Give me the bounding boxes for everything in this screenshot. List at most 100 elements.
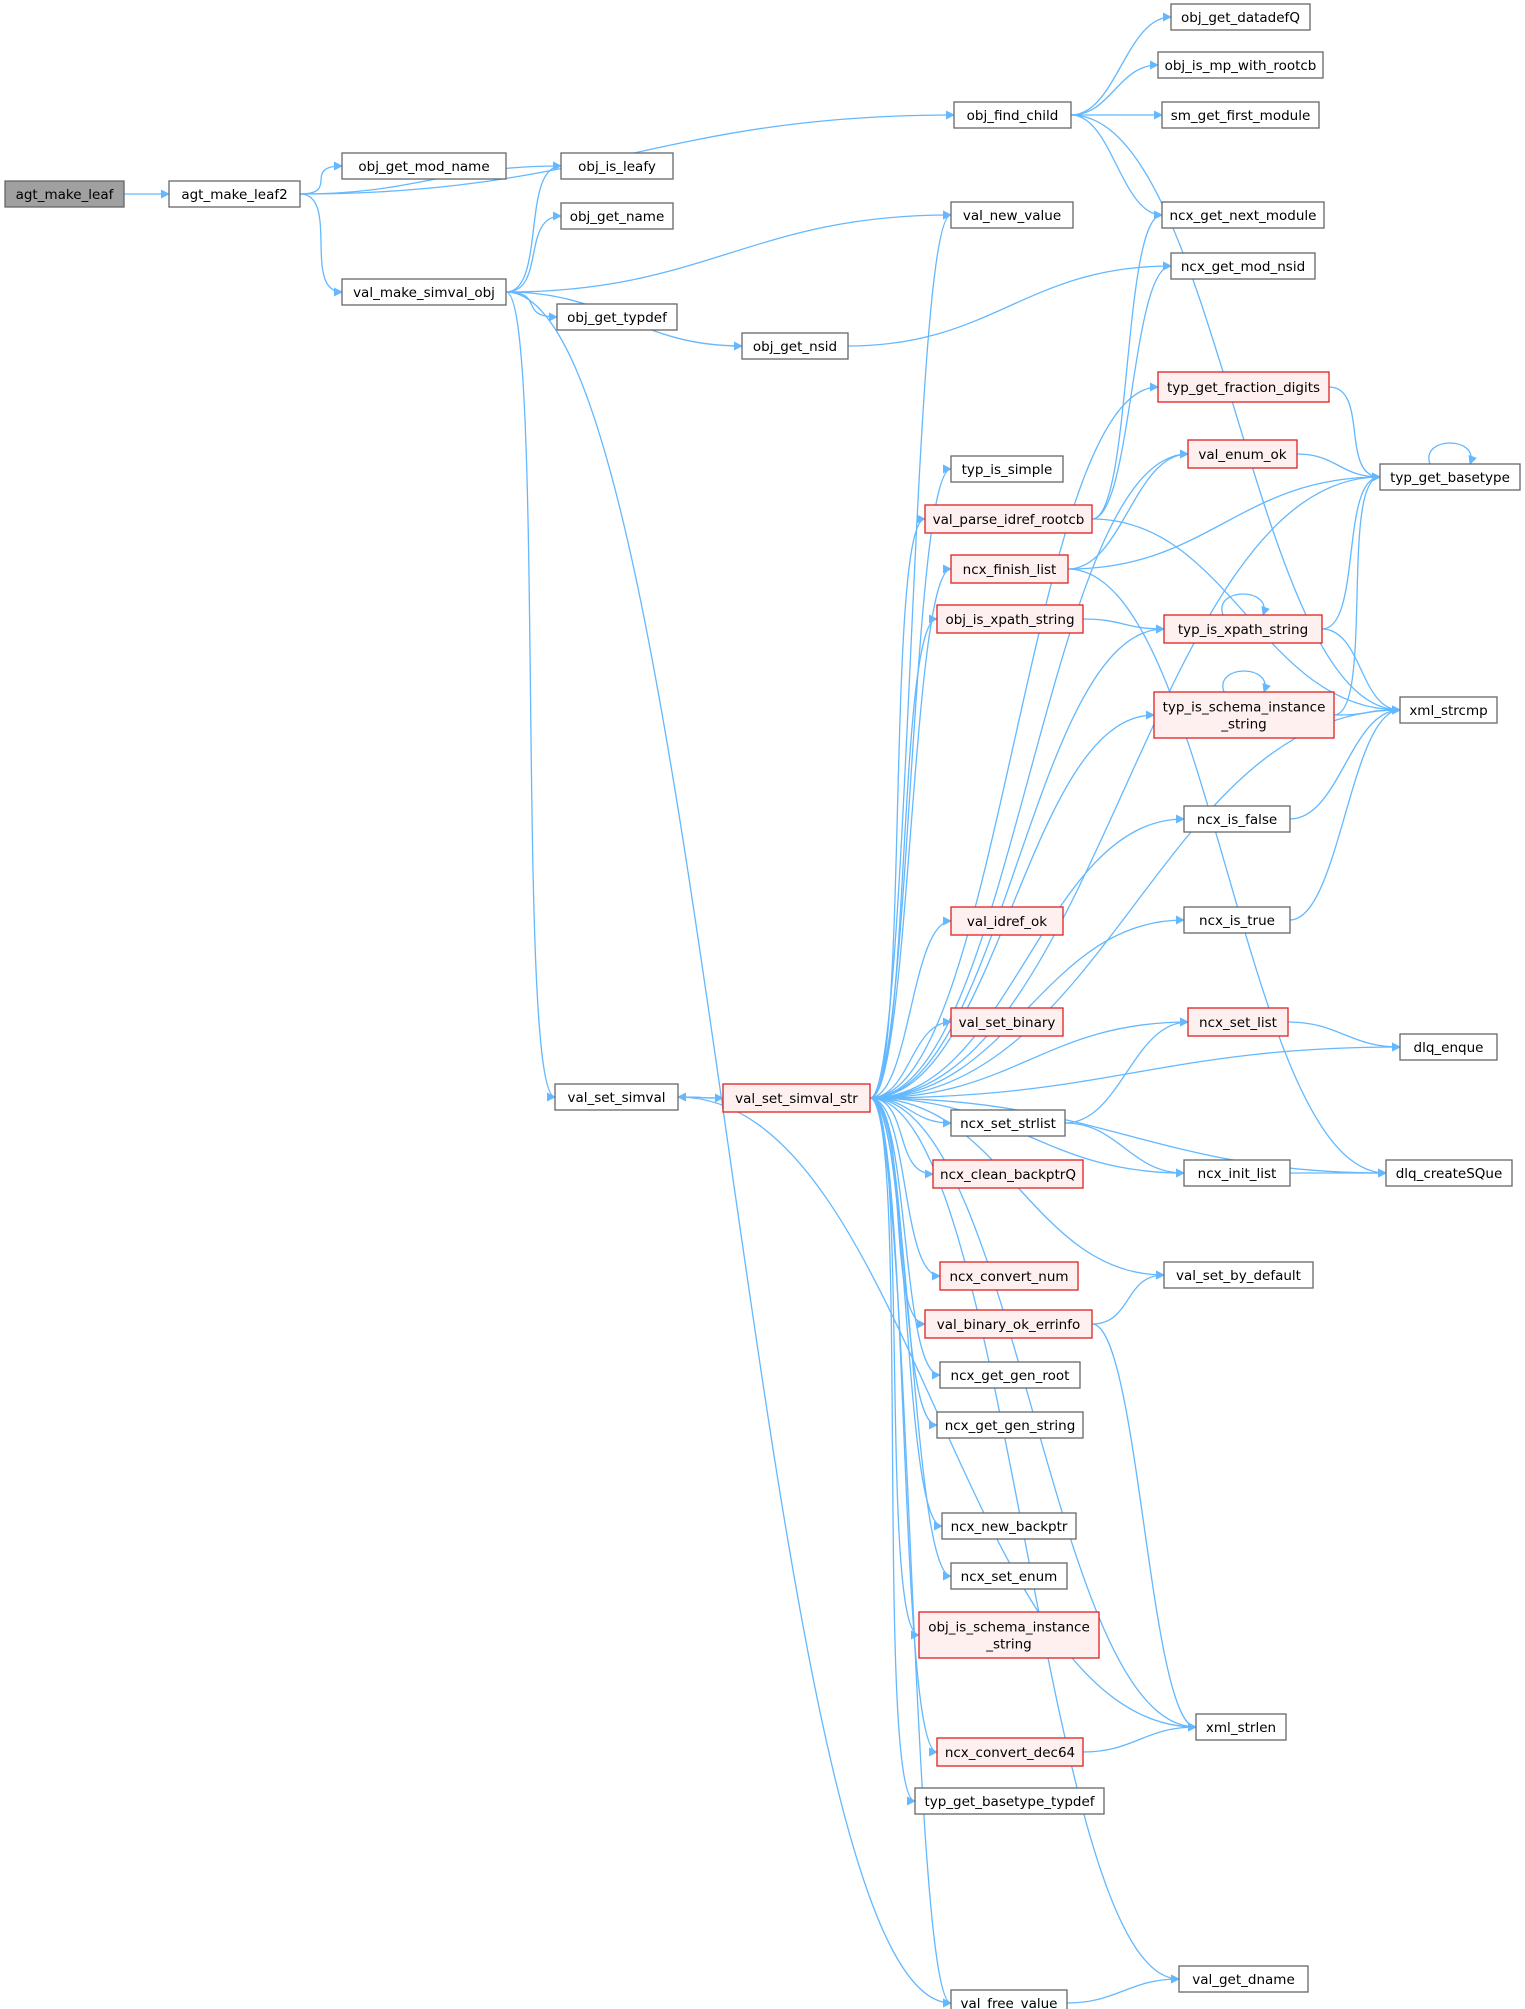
node-ncx_get_gen_string[interactable]: ncx_get_gen_string	[936, 1411, 1084, 1439]
node-xml_strlen[interactable]: xml_strlen	[1195, 1713, 1287, 1741]
node-val_parse_idref_rootcb[interactable]: val_parse_idref_rootcb	[924, 504, 1093, 534]
node-box[interactable]	[341, 152, 507, 180]
node-box[interactable]	[1399, 696, 1498, 724]
node-typ_is_xpath_string[interactable]: typ_is_xpath_string	[1163, 614, 1323, 644]
node-box[interactable]	[1163, 614, 1323, 644]
node-val_idref_ok[interactable]: val_idref_ok	[950, 906, 1064, 936]
node-val_enum_ok[interactable]: val_enum_ok	[1187, 439, 1298, 469]
node-sm_get_first_module[interactable]: sm_get_first_module	[1161, 101, 1320, 129]
node-box[interactable]	[560, 202, 674, 230]
node-ncx_init_list[interactable]: ncx_init_list	[1183, 1159, 1291, 1187]
node-agt_make_leaf2[interactable]: agt_make_leaf2	[168, 180, 301, 208]
node-box[interactable]	[1153, 691, 1335, 739]
node-obj_is_schema_instance_string[interactable]: obj_is_schema_instance_string	[918, 1611, 1100, 1659]
node-box[interactable]	[1178, 1965, 1309, 1993]
node-box[interactable]	[1157, 371, 1330, 403]
node-ncx_get_gen_root[interactable]: ncx_get_gen_root	[939, 1361, 1081, 1389]
node-box[interactable]	[556, 303, 678, 331]
node-obj_get_nsid[interactable]: obj_get_nsid	[741, 332, 849, 360]
node-agt_make_leaf[interactable]: agt_make_leaf	[4, 180, 125, 208]
node-ncx_clean_backptrQ[interactable]: ncx_clean_backptrQ	[932, 1159, 1084, 1189]
node-box[interactable]	[1187, 439, 1298, 469]
node-box[interactable]	[1163, 1261, 1314, 1289]
node-val_make_simval_obj[interactable]: val_make_simval_obj	[341, 278, 507, 306]
node-ncx_is_false[interactable]: ncx_is_false	[1183, 805, 1291, 833]
node-typ_is_simple[interactable]: typ_is_simple	[950, 455, 1064, 483]
node-ncx_is_true[interactable]: ncx_is_true	[1183, 906, 1291, 934]
node-box[interactable]	[939, 1261, 1079, 1291]
node-obj_get_mod_name[interactable]: obj_get_mod_name	[341, 152, 507, 180]
node-val_binary_ok_errinfo[interactable]: val_binary_ok_errinfo	[924, 1309, 1093, 1339]
node-typ_is_schema_instance_string[interactable]: typ_is_schema_instance_string	[1153, 691, 1335, 739]
node-box[interactable]	[1157, 51, 1324, 79]
node-box[interactable]	[950, 455, 1064, 483]
node-obj_is_leafy[interactable]: obj_is_leafy	[560, 152, 674, 180]
node-ncx_set_list[interactable]: ncx_set_list	[1187, 1007, 1289, 1037]
node-typ_get_basetype[interactable]: typ_get_basetype	[1379, 463, 1521, 491]
node-val_get_dname[interactable]: val_get_dname	[1178, 1965, 1309, 1993]
node-ncx_new_backptr[interactable]: ncx_new_backptr	[941, 1512, 1077, 1540]
node-val_set_simval[interactable]: val_set_simval	[554, 1083, 679, 1111]
node-box[interactable]	[1161, 101, 1320, 129]
node-box[interactable]	[1399, 1033, 1498, 1061]
node-xml_strcmp[interactable]: xml_strcmp	[1399, 696, 1498, 724]
node-box[interactable]	[936, 604, 1084, 634]
node-ncx_get_mod_nsid[interactable]: ncx_get_mod_nsid	[1170, 252, 1316, 280]
node-box[interactable]	[950, 1562, 1068, 1590]
node-box[interactable]	[1170, 3, 1311, 31]
node-box[interactable]	[950, 906, 1064, 936]
node-box[interactable]	[950, 1109, 1066, 1137]
node-box[interactable]	[1195, 1713, 1287, 1741]
node-box[interactable]	[1183, 805, 1291, 833]
node-box[interactable]	[941, 1512, 1077, 1540]
node-box[interactable]	[924, 504, 1093, 534]
node-obj_get_typdef[interactable]: obj_get_typdef	[556, 303, 678, 331]
node-ncx_convert_num[interactable]: ncx_convert_num	[939, 1261, 1079, 1291]
node-typ_get_basetype_typdef[interactable]: typ_get_basetype_typdef	[914, 1787, 1105, 1815]
node-box[interactable]	[936, 1411, 1084, 1439]
node-box[interactable]	[722, 1083, 871, 1113]
node-box[interactable]	[1170, 252, 1316, 280]
node-dlq_enque[interactable]: dlq_enque	[1399, 1033, 1498, 1061]
node-box[interactable]	[953, 101, 1072, 129]
node-val_free_value[interactable]: val_free_value	[950, 1989, 1068, 2009]
node-val_set_binary[interactable]: val_set_binary	[950, 1007, 1064, 1037]
node-box[interactable]	[932, 1159, 1084, 1189]
node-val_set_by_default[interactable]: val_set_by_default	[1163, 1261, 1314, 1289]
node-box[interactable]	[1187, 1007, 1289, 1037]
node-typ_get_fraction_digits[interactable]: typ_get_fraction_digits	[1157, 371, 1330, 403]
node-box[interactable]	[741, 332, 849, 360]
node-obj_is_mp_with_rootcb[interactable]: obj_is_mp_with_rootcb	[1157, 51, 1324, 79]
node-box[interactable]	[914, 1787, 1105, 1815]
node-box[interactable]	[1161, 201, 1325, 229]
node-ncx_set_strlist[interactable]: ncx_set_strlist	[950, 1109, 1066, 1137]
node-box[interactable]	[950, 1989, 1068, 2009]
node-box[interactable]	[1183, 906, 1291, 934]
node-box[interactable]	[1385, 1159, 1513, 1187]
node-obj_get_datadefQ[interactable]: obj_get_datadefQ	[1170, 3, 1311, 31]
node-obj_find_child[interactable]: obj_find_child	[953, 101, 1072, 129]
node-ncx_get_next_module[interactable]: ncx_get_next_module	[1161, 201, 1325, 229]
node-box[interactable]	[918, 1611, 1100, 1659]
node-ncx_set_enum[interactable]: ncx_set_enum	[950, 1562, 1068, 1590]
node-box[interactable]	[168, 180, 301, 208]
node-ncx_convert_dec64[interactable]: ncx_convert_dec64	[936, 1737, 1084, 1767]
node-obj_get_name[interactable]: obj_get_name	[560, 202, 674, 230]
node-box[interactable]	[341, 278, 507, 306]
node-obj_is_xpath_string[interactable]: obj_is_xpath_string	[936, 604, 1084, 634]
node-box[interactable]	[950, 554, 1069, 584]
node-box[interactable]	[560, 152, 674, 180]
node-val_set_simval_str[interactable]: val_set_simval_str	[722, 1083, 871, 1113]
node-box[interactable]	[1183, 1159, 1291, 1187]
node-box[interactable]	[939, 1361, 1081, 1389]
node-box[interactable]	[936, 1737, 1084, 1767]
node-box[interactable]	[554, 1083, 679, 1111]
node-box[interactable]	[4, 180, 125, 208]
node-dlq_createSQue[interactable]: dlq_createSQue	[1385, 1159, 1513, 1187]
node-box[interactable]	[924, 1309, 1093, 1339]
node-box[interactable]	[950, 1007, 1064, 1037]
node-val_new_value[interactable]: val_new_value	[950, 201, 1074, 229]
node-ncx_finish_list[interactable]: ncx_finish_list	[950, 554, 1069, 584]
node-box[interactable]	[1379, 463, 1521, 491]
node-box[interactable]	[950, 201, 1074, 229]
